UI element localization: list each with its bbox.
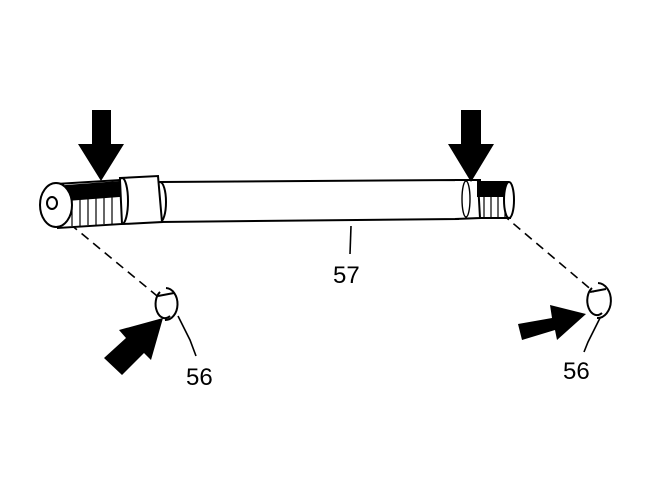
spline-left xyxy=(39,178,124,230)
leader-56-left xyxy=(177,315,197,357)
shaft xyxy=(115,174,481,226)
callout-56-right: 56 xyxy=(563,358,590,385)
retaining-ring-left xyxy=(154,287,179,322)
dashed-leader-left xyxy=(69,223,163,301)
dashed-leader-right xyxy=(501,213,595,293)
spline-right xyxy=(476,181,515,219)
leader-57 xyxy=(349,225,352,255)
arrow-down-left-icon xyxy=(78,110,124,181)
callout-57: 57 xyxy=(333,262,360,289)
callout-56-left: 56 xyxy=(186,364,213,391)
leader-56-right xyxy=(583,317,601,353)
arrow-up-right-lower-left-icon xyxy=(104,318,163,375)
retaining-ring-right xyxy=(586,282,612,320)
arrow-down-right-icon xyxy=(448,110,494,182)
arrow-right-lower-right-icon xyxy=(518,305,586,340)
